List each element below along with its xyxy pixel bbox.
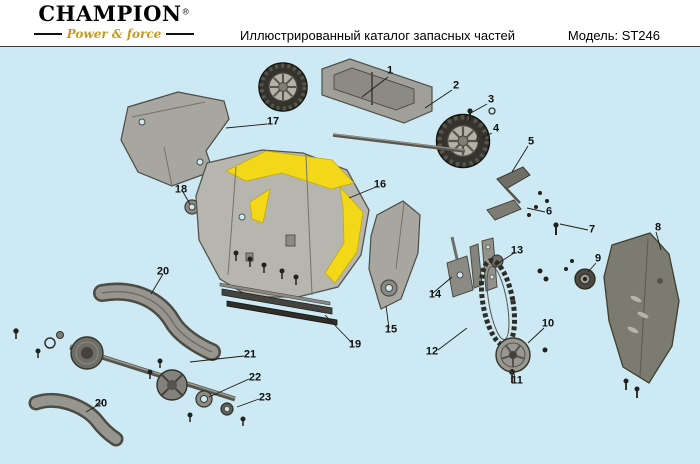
part-side-cover xyxy=(368,200,421,310)
exploded-parts-diagram xyxy=(0,47,700,464)
part-bearing-ring xyxy=(184,199,200,215)
diagram-area xyxy=(0,47,700,464)
leader-lines xyxy=(85,76,662,413)
part-axle-rod xyxy=(332,133,466,153)
brand-name: CHAMPION xyxy=(38,1,182,26)
brand-row: CHAMPION® xyxy=(34,3,194,26)
part-bolt-7 xyxy=(553,222,559,235)
part-linkage-bracket xyxy=(486,199,538,221)
brand-tagline: Power & force xyxy=(66,27,162,41)
part-bracket xyxy=(446,236,474,298)
part-pulley-small xyxy=(564,259,596,290)
part-bracket-strips xyxy=(469,237,498,292)
registered-trademark-icon: ® xyxy=(181,7,190,17)
header: CHAMPION® Power & force Иллюстрированный… xyxy=(0,0,700,47)
wheel-right xyxy=(437,115,490,168)
part-washer-4 xyxy=(476,107,496,144)
fasteners xyxy=(13,250,549,426)
brand-tagline-row: Power & force xyxy=(34,27,194,41)
wheel-left xyxy=(257,61,309,113)
part-side-panel-left xyxy=(120,91,230,187)
part-shift-lever xyxy=(496,166,549,204)
page-title: Иллюстрированный каталог запасных частей xyxy=(240,28,515,43)
part-frame xyxy=(321,58,433,124)
champion-logo: CHAMPION® Power & force xyxy=(34,3,194,41)
part-auger-blade-upper xyxy=(93,282,221,361)
part-shaft-assembly xyxy=(44,331,236,416)
part-pulley-wheel xyxy=(495,337,548,373)
part-scraper-bar xyxy=(219,282,338,326)
part-main-housing xyxy=(195,149,370,298)
part-side-panel-right xyxy=(603,232,680,398)
model-label: Модель: ST246 xyxy=(567,28,660,43)
part-auger-blade-lower xyxy=(28,392,124,447)
